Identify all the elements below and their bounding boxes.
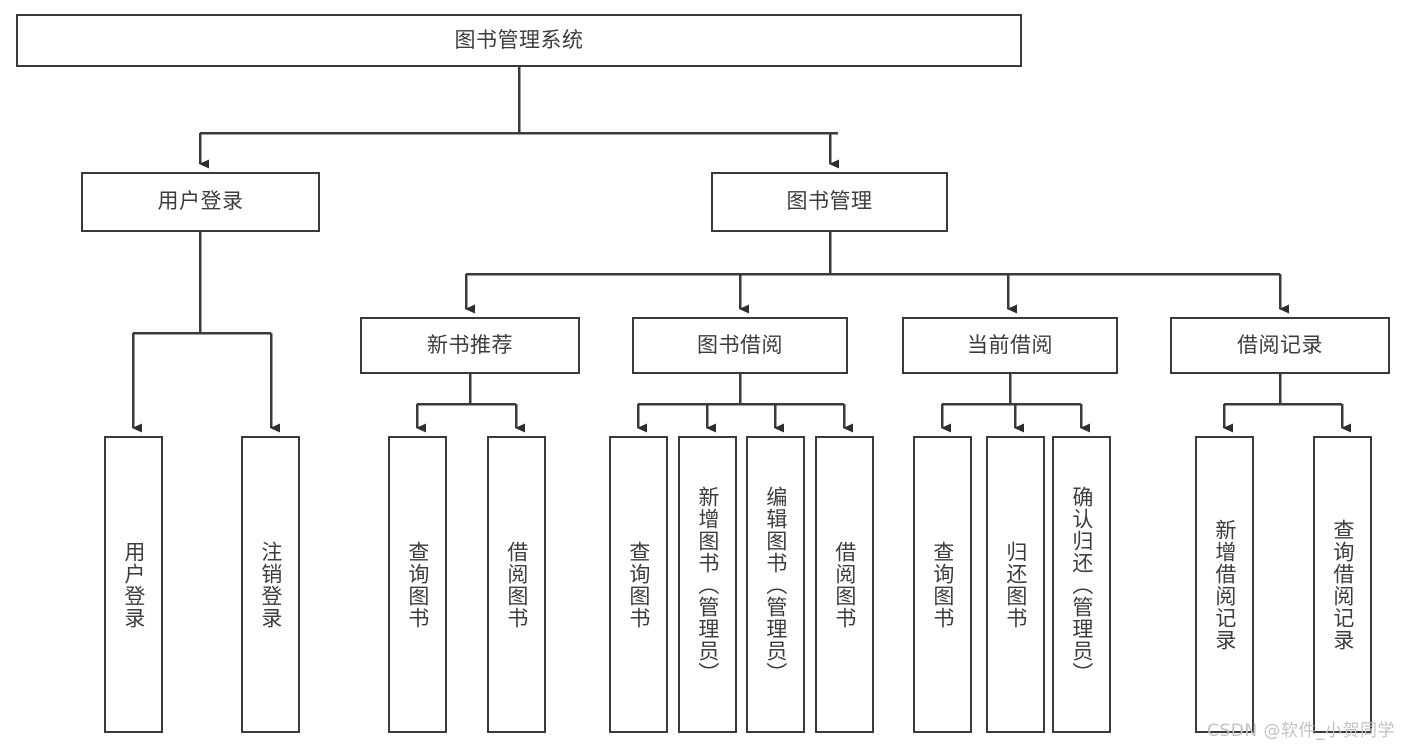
node-user-login[interactable]: 用户登录 xyxy=(81,172,320,232)
node-book-borrow[interactable]: 图书借阅 xyxy=(632,317,848,374)
node-label: 编辑图书（管理员） xyxy=(763,485,788,684)
node-leaf-edit-book[interactable]: 编辑图书（管理员） xyxy=(746,436,805,733)
node-current-borrow[interactable]: 当前借阅 xyxy=(902,317,1118,374)
node-new-book-recommend[interactable]: 新书推荐 xyxy=(360,317,580,374)
node-leaf-return-book[interactable]: 归还图书 xyxy=(986,436,1045,733)
node-leaf-query-book-current[interactable]: 查询图书 xyxy=(913,436,972,733)
node-leaf-add-borrow-record[interactable]: 新增借阅记录 xyxy=(1195,436,1254,733)
node-label: 借阅记录 xyxy=(1237,332,1323,357)
node-label: 查询图书 xyxy=(405,540,430,629)
node-leaf-borrow-book[interactable]: 借阅图书 xyxy=(815,436,874,733)
node-label: 借阅图书 xyxy=(832,540,857,629)
node-label: 用户登录 xyxy=(121,540,146,629)
node-leaf-query-book-borrow[interactable]: 查询图书 xyxy=(609,436,668,733)
node-leaf-borrow-book-recommend[interactable]: 借阅图书 xyxy=(487,436,546,733)
node-borrow-records[interactable]: 借阅记录 xyxy=(1170,317,1390,374)
node-leaf-logout[interactable]: 注销登录 xyxy=(241,436,300,733)
node-label: 归还图书 xyxy=(1003,540,1028,629)
node-root-system[interactable]: 图书管理系统 xyxy=(16,14,1022,67)
node-label: 借阅图书 xyxy=(504,540,529,629)
node-label: 图书借阅 xyxy=(697,332,783,357)
node-label: 图书管理系统 xyxy=(454,27,584,52)
node-label: 注销登录 xyxy=(258,540,283,629)
node-label: 新增借阅记录 xyxy=(1212,518,1237,651)
node-label: 查询借阅记录 xyxy=(1330,518,1355,651)
node-leaf-confirm-return[interactable]: 确认归还（管理员） xyxy=(1052,436,1111,733)
node-label: 新增图书（管理员） xyxy=(695,485,720,684)
node-label: 查询图书 xyxy=(626,540,651,629)
node-leaf-add-book[interactable]: 新增图书（管理员） xyxy=(678,436,737,733)
node-leaf-query-borrow-record[interactable]: 查询借阅记录 xyxy=(1313,436,1372,733)
node-leaf-query-book-recommend[interactable]: 查询图书 xyxy=(388,436,447,733)
node-label: 用户登录 xyxy=(157,189,244,214)
node-label: 确认归还（管理员） xyxy=(1069,485,1094,684)
node-label: 新书推荐 xyxy=(427,332,513,357)
node-label: 查询图书 xyxy=(930,540,955,629)
node-label: 图书管理 xyxy=(786,189,873,214)
node-label: 当前借阅 xyxy=(967,332,1053,357)
csdn-watermark: CSDN @软件_小贺同学 xyxy=(1207,721,1395,741)
node-book-management[interactable]: 图书管理 xyxy=(711,172,948,232)
node-leaf-user-login[interactable]: 用户登录 xyxy=(104,436,163,733)
